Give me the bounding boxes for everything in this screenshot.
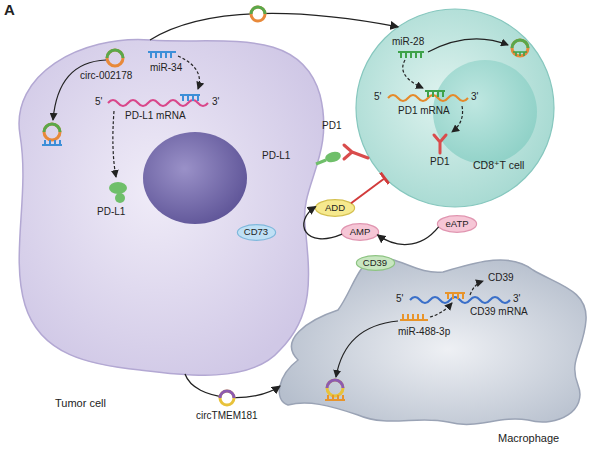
molecule-label: PD-L1 mRNA: [125, 110, 186, 122]
molecule-name: eATP: [445, 219, 468, 229]
arrow-connector: [185, 374, 280, 398]
arrow-connector: [377, 227, 438, 245]
t-cell: CD8⁺T cell: [355, 8, 555, 208]
molecule-label: PD1 mRNA: [398, 105, 450, 117]
molecule-label: 3': [513, 293, 520, 305]
t-cell-outline: [355, 8, 555, 208]
arrow-connector: [150, 13, 398, 40]
molecule-name: AMP: [350, 227, 371, 237]
molecule-label: PD1: [322, 120, 341, 132]
molecule-label: circTMEM181: [196, 410, 258, 422]
metabolite-ellipse: AMP: [341, 223, 379, 241]
molecule-label: miR-488-3p: [398, 326, 450, 338]
molecule-label: miR-28: [392, 36, 424, 48]
molecule-label: PD-L1: [262, 150, 290, 162]
molecule-name: CD73: [244, 227, 268, 237]
metabolite-ellipse: ADD: [315, 199, 355, 217]
macrophage: MacrophageCD39: [268, 250, 590, 430]
macrophage-outline: [268, 250, 590, 430]
molecule-label: 5': [396, 293, 403, 305]
molecule-label: PD1: [430, 156, 449, 168]
metabolite-ellipse: eATP: [437, 215, 477, 233]
cell-name: CD8⁺T cell: [473, 160, 524, 172]
molecule-label: 3': [471, 91, 478, 103]
panel-letter: A: [4, 1, 15, 19]
cell-name: Tumor cell: [55, 397, 106, 409]
molecule-label: 3': [212, 96, 219, 108]
molecule-label: CD39: [488, 272, 514, 284]
molecule-label: CD39 mRNA: [470, 306, 528, 318]
inhibition-line: [351, 178, 385, 203]
molecule-label: 5': [374, 91, 381, 103]
molecule-label: 5': [95, 96, 102, 108]
molecule-name: ADD: [325, 203, 345, 213]
cell-name: Macrophage: [498, 432, 559, 444]
molecule-name: CD39: [363, 258, 387, 268]
enzyme-ellipse: CD73: [237, 224, 276, 241]
molecule-label: miR-34: [150, 62, 182, 74]
molecule-label: PD-L1: [97, 206, 125, 218]
enzyme-ellipse: CD39: [356, 255, 395, 271]
molecule-label: circ-002178: [80, 70, 132, 82]
